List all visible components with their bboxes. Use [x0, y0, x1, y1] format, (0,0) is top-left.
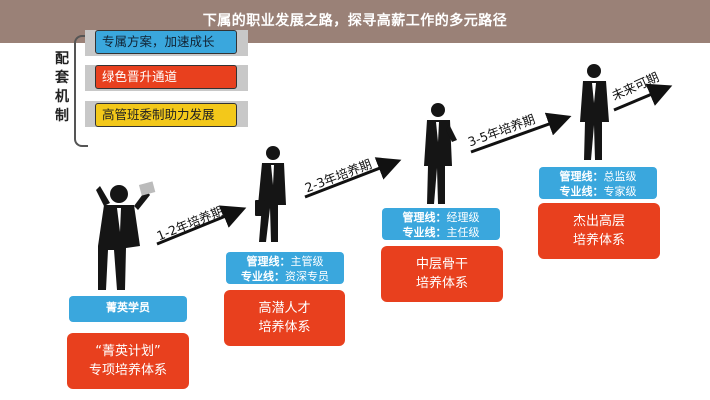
stage-3-tag: 管理线：经理级 专业线：主任级	[382, 208, 500, 240]
stage-3-mgmt-value: 经理级	[446, 211, 480, 224]
stage-4-box: 杰出高层 培养体系	[538, 203, 660, 259]
student-figure-icon	[96, 181, 156, 290]
page-title: 下属的职业发展之路，探寻高薪工作的多元路径	[202, 13, 508, 29]
mechanism-label: 配 套 机 制	[52, 50, 72, 126]
stage-2-prof-value: 资深专员	[285, 270, 329, 283]
stage-4-prof-label: 专业线：	[559, 185, 604, 198]
phone-man-figure-icon	[424, 103, 457, 204]
mechanism-bracket	[74, 35, 88, 147]
executive-figure-icon	[580, 64, 609, 160]
stage-3-box: 中层骨干 培养体系	[381, 246, 503, 302]
stage-3-box-line: 中层骨干	[415, 257, 468, 272]
stage-2-box: 高潜人才 培养体系	[224, 290, 345, 346]
stage-4-tag: 管理线：总监级 专业线：专家级	[539, 167, 657, 199]
mechanism-label-char: 制	[55, 108, 69, 124]
stage-2-box-line: 高潜人才	[258, 301, 311, 316]
stage-2-prof-label: 专业线：	[241, 270, 285, 283]
arrow-future	[613, 83, 673, 112]
arrow-stage-2	[304, 157, 402, 199]
stage-1-box: “菁英计划” 专项培养体系	[67, 333, 189, 389]
mechanism-item-exclusive-plan: 专属方案，加速成长	[95, 30, 237, 54]
stage-2-mgmt-value: 主管级	[290, 255, 324, 268]
walking-man-figure-icon	[255, 146, 286, 242]
stage-1-tag: 菁英学员	[69, 296, 187, 322]
stage-4-mgmt-value: 总监级	[603, 170, 637, 183]
stage-3-mgmt-label: 管理线：	[402, 211, 447, 224]
stage-2-tag: 管理线：主管级 专业线：资深专员	[226, 252, 344, 284]
stage-3-prof-value: 主任级	[446, 226, 480, 239]
mechanism-label-char: 套	[55, 70, 69, 86]
arrow-stage-3	[470, 112, 572, 154]
stage-3-box-line: 培养体系	[415, 276, 468, 291]
arrow-stage-1	[156, 205, 247, 246]
stage-1-tag-title: 菁英学员	[106, 301, 150, 314]
stage-2-mgmt-label: 管理线：	[246, 255, 291, 268]
mechanism-label-char: 配	[55, 51, 69, 67]
stage-1-box-line: “菁英计划”	[95, 344, 161, 359]
stage-3-prof-label: 专业线：	[402, 226, 447, 239]
stage-1-box-line: 专项培养体系	[88, 363, 167, 378]
stage-4-mgmt-label: 管理线：	[559, 170, 604, 183]
stage-4-box-line: 杰出高层	[572, 214, 625, 229]
mechanism-item-green-channel: 绿色晋升通道	[95, 65, 237, 89]
mechanism-item-executive-class: 高管班委制助力发展	[95, 103, 237, 127]
stage-4-prof-value: 专家级	[603, 185, 637, 198]
stage-4-box-line: 培养体系	[572, 233, 625, 248]
stage-2-box-line: 培养体系	[258, 320, 311, 335]
mechanism-label-char: 机	[55, 89, 69, 105]
